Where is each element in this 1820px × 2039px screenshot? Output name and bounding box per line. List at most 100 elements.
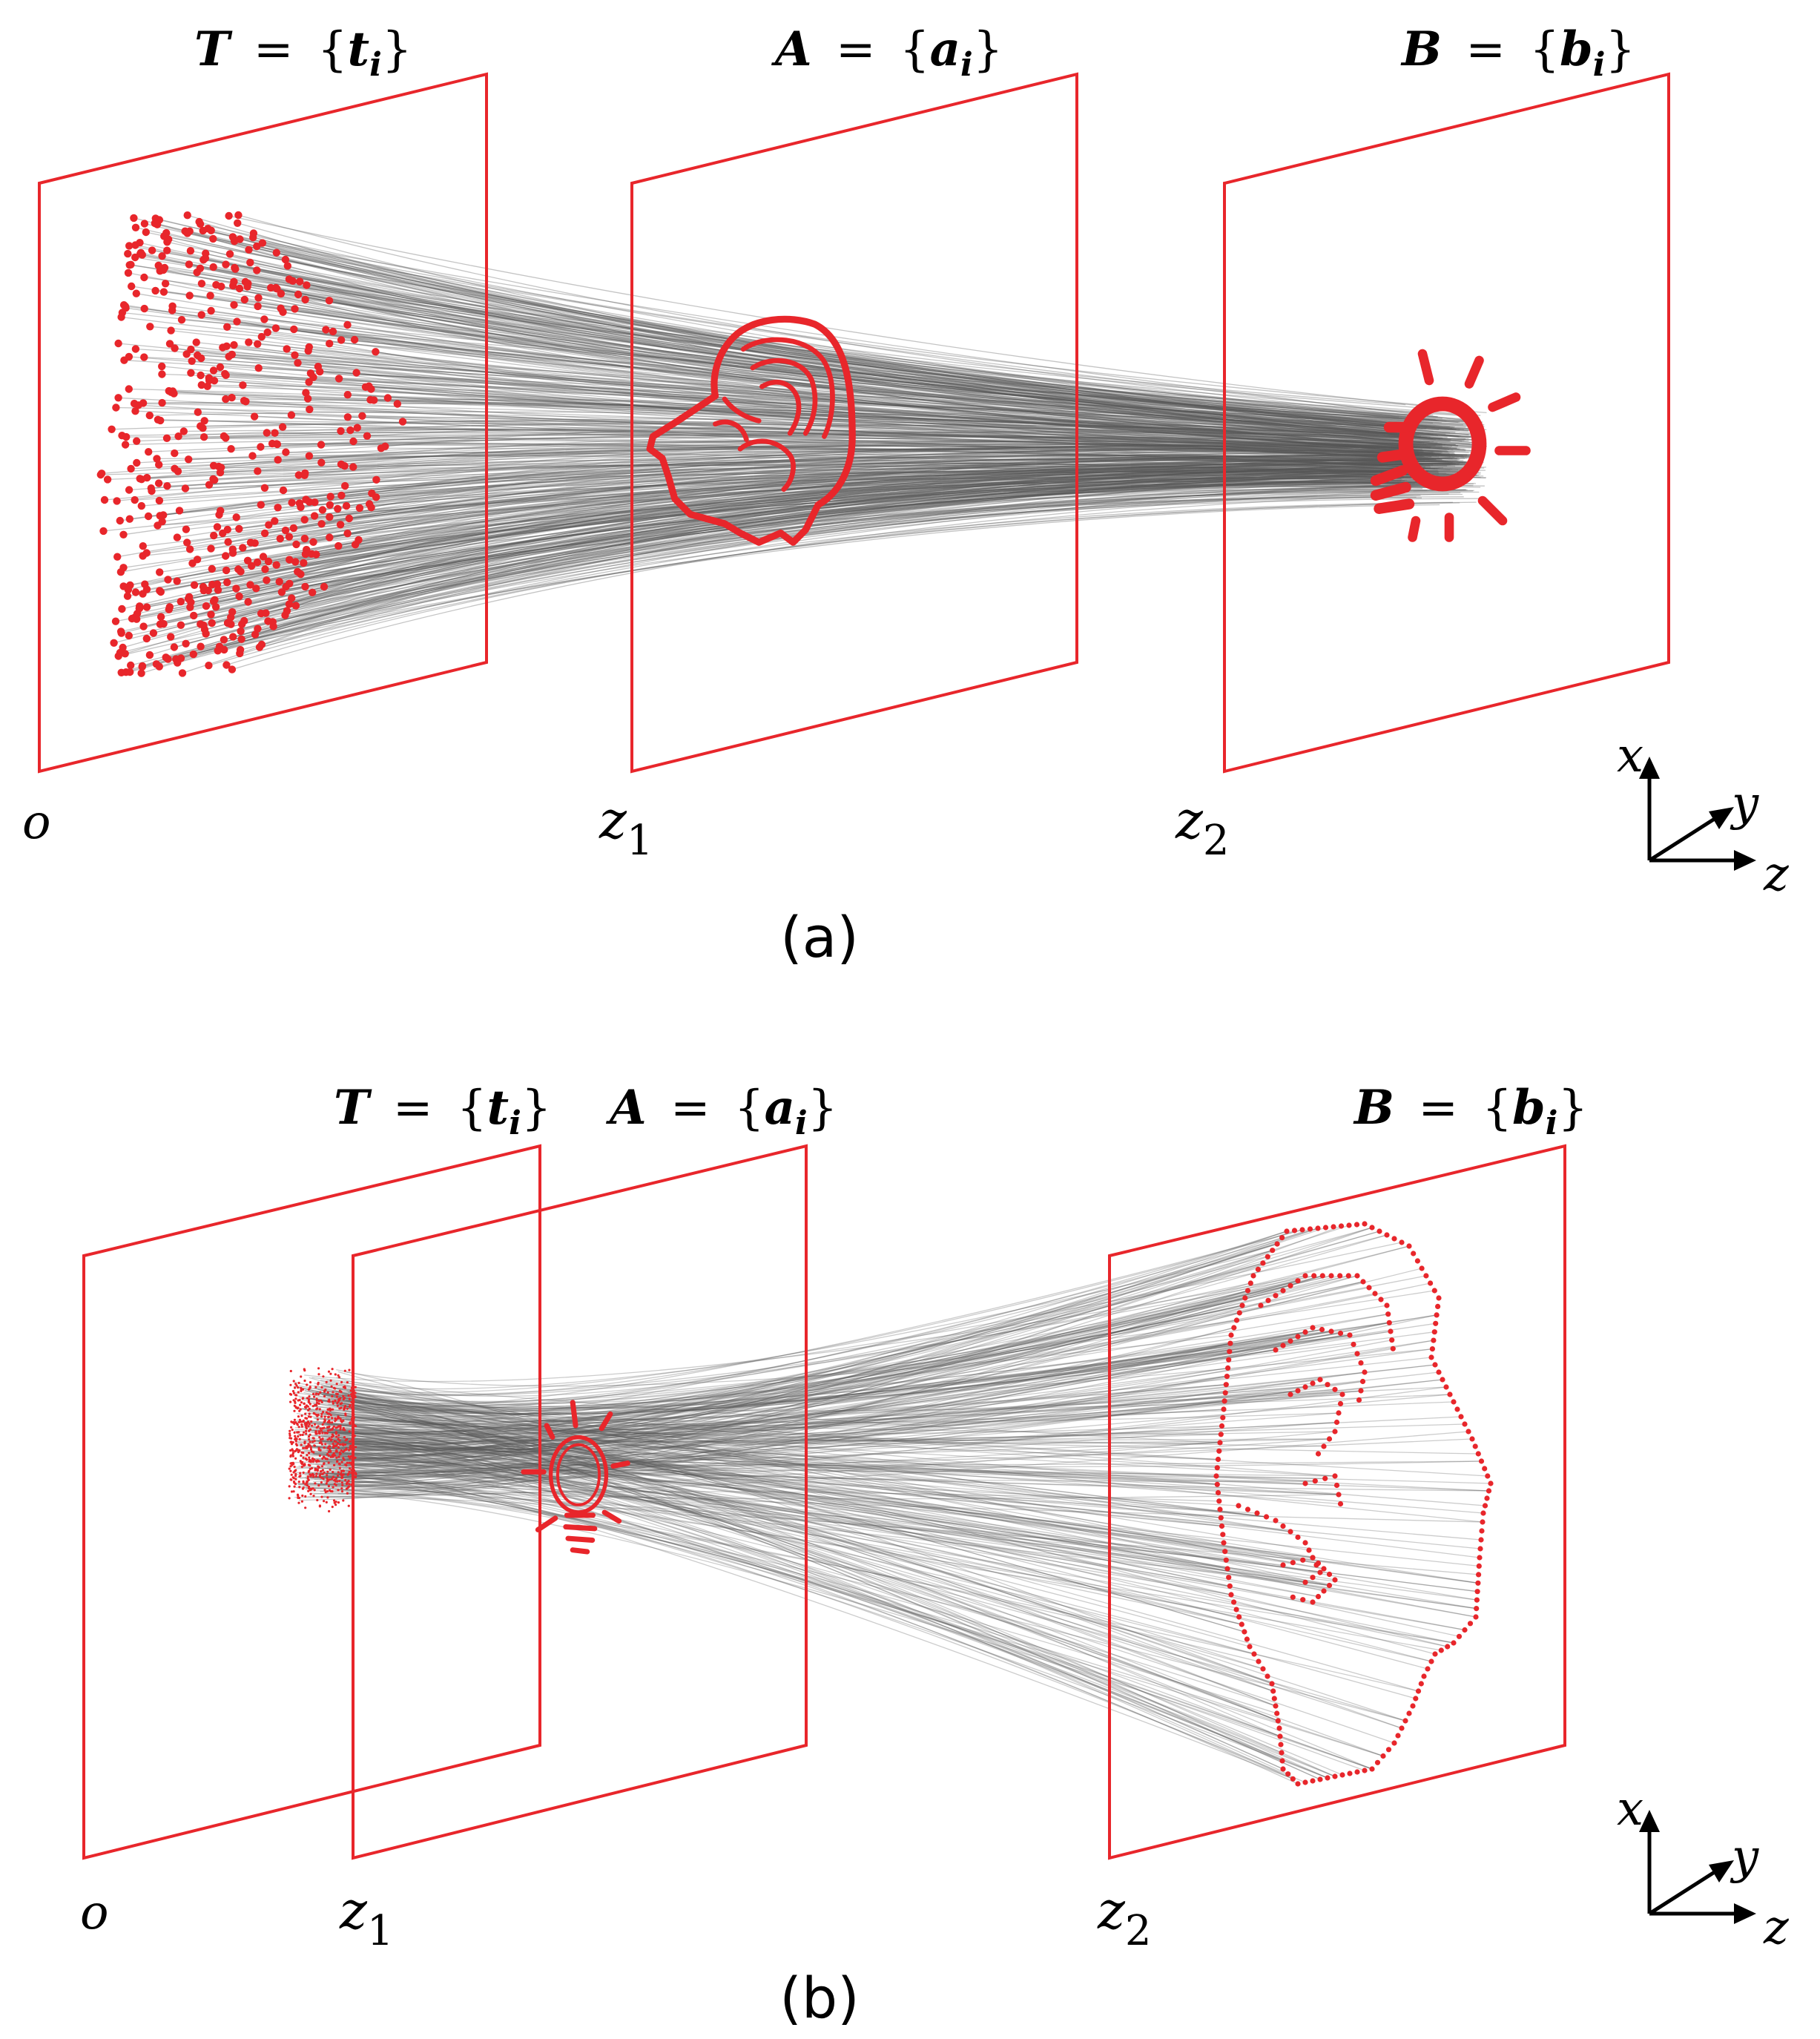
head-dot-b: [1302, 1273, 1308, 1279]
head-dot-b: [1478, 1458, 1485, 1464]
source-dot-b: [331, 1427, 334, 1430]
ray-a: [353, 461, 1403, 473]
ray-b: [323, 1275, 1314, 1395]
source-dot-b: [348, 1449, 351, 1452]
ray-b: [346, 1305, 1243, 1426]
source-dot-a: [197, 311, 205, 319]
source-dot-b: [351, 1473, 354, 1476]
source-dot-a: [301, 469, 309, 478]
ray-a: [188, 263, 1405, 442]
source-dot-b: [340, 1481, 343, 1484]
source-dot-b: [340, 1449, 343, 1452]
source-dot-b: [317, 1367, 320, 1370]
source-dot-a: [253, 242, 261, 251]
source-dot-a: [271, 517, 279, 525]
ray-b: [323, 1343, 1231, 1498]
source-dot-b: [305, 1427, 308, 1430]
ray-b: [303, 1482, 1330, 1587]
source-dot-a: [205, 662, 213, 670]
head-dot-b: [1451, 1399, 1457, 1405]
ray-b: [322, 1290, 1248, 1498]
ray-a: [234, 240, 1434, 432]
ray-a: [124, 304, 1454, 454]
source-dot-a: [148, 487, 156, 495]
source-dot-a: [190, 581, 199, 589]
source-dot-b: [309, 1492, 312, 1495]
ray-a: [163, 467, 1468, 625]
source-dot-a: [142, 549, 151, 557]
ray-a: [286, 451, 1459, 471]
source-dot-b: [323, 1390, 326, 1393]
ray-a: [225, 454, 1477, 557]
source-dot-a: [242, 398, 250, 406]
ray-b: [336, 1262, 1264, 1397]
source-dot-b: [300, 1443, 303, 1446]
source-dot-b: [322, 1478, 325, 1480]
source-dot-a: [287, 411, 296, 419]
ray-b: [301, 1458, 1482, 1466]
source-dot-a: [197, 371, 205, 380]
source-dot-a: [159, 511, 168, 519]
head-dot-b: [1338, 1223, 1345, 1229]
ray-a: [130, 469, 1471, 586]
head-dot-b: [1428, 1658, 1434, 1664]
source-dot-a: [345, 514, 353, 523]
source-dot-b: [346, 1461, 349, 1464]
ray-a: [263, 485, 1449, 558]
head-dot-b: [1280, 1766, 1286, 1772]
ray-a: [159, 448, 1423, 484]
source-dot-b: [340, 1390, 343, 1393]
ray-b: [317, 1484, 1373, 1770]
source-dot-b: [314, 1403, 317, 1406]
plane-b-middle: [352, 1144, 808, 1860]
source-dot-b: [329, 1379, 332, 1382]
head-dot-b: [1265, 1673, 1270, 1679]
head-dot-b: [1477, 1546, 1483, 1552]
head-dot-b: [1337, 1501, 1344, 1507]
ray-b: [320, 1328, 1322, 1475]
ray-a: [129, 264, 1447, 422]
source-dot-b: [321, 1423, 324, 1426]
source-dot-b: [307, 1452, 311, 1455]
source-dot-b: [338, 1466, 341, 1469]
source-dot-a: [274, 455, 282, 464]
ray-a: [197, 463, 1449, 560]
source-dot-b: [308, 1438, 311, 1441]
source-dot-b: [306, 1484, 309, 1487]
source-dot-b: [335, 1456, 338, 1459]
ray-a: [375, 351, 1455, 452]
source-dot-b: [354, 1475, 357, 1478]
source-dot-a: [99, 527, 108, 536]
source-dot-a: [181, 484, 190, 493]
ray-a: [140, 253, 1457, 449]
source-dot-b: [307, 1398, 311, 1401]
ray-b: [323, 1434, 1341, 1505]
ray-a: [347, 416, 1432, 458]
ray-b: [334, 1431, 1325, 1569]
ray-a: [285, 469, 1481, 531]
ray-a: [209, 380, 1465, 441]
ray-a: [121, 490, 1474, 673]
ray-a: [167, 250, 1483, 431]
ray-b: [339, 1445, 1477, 1610]
source-dot-a: [114, 339, 122, 348]
ray-a: [118, 397, 1414, 448]
head-dot-b: [1242, 1629, 1247, 1635]
ray-b: [294, 1391, 1325, 1569]
ray-b: [337, 1331, 1306, 1420]
ray-a: [200, 422, 1469, 442]
source-dot-a: [179, 427, 188, 435]
ray-b: [343, 1463, 1224, 1544]
source-dot-a: [187, 598, 195, 607]
ray-b: [326, 1458, 1477, 1610]
head-dot-b: [1295, 1278, 1301, 1284]
ray-b: [308, 1384, 1227, 1422]
ray-b: [341, 1243, 1278, 1411]
source-dot-b: [300, 1386, 303, 1390]
source-dot-a: [289, 524, 298, 533]
source-dot-b: [292, 1399, 295, 1402]
ray-a: [247, 459, 1457, 561]
source-dot-a: [155, 461, 163, 469]
source-dot-b: [300, 1401, 303, 1404]
source-dot-b: [317, 1402, 320, 1405]
